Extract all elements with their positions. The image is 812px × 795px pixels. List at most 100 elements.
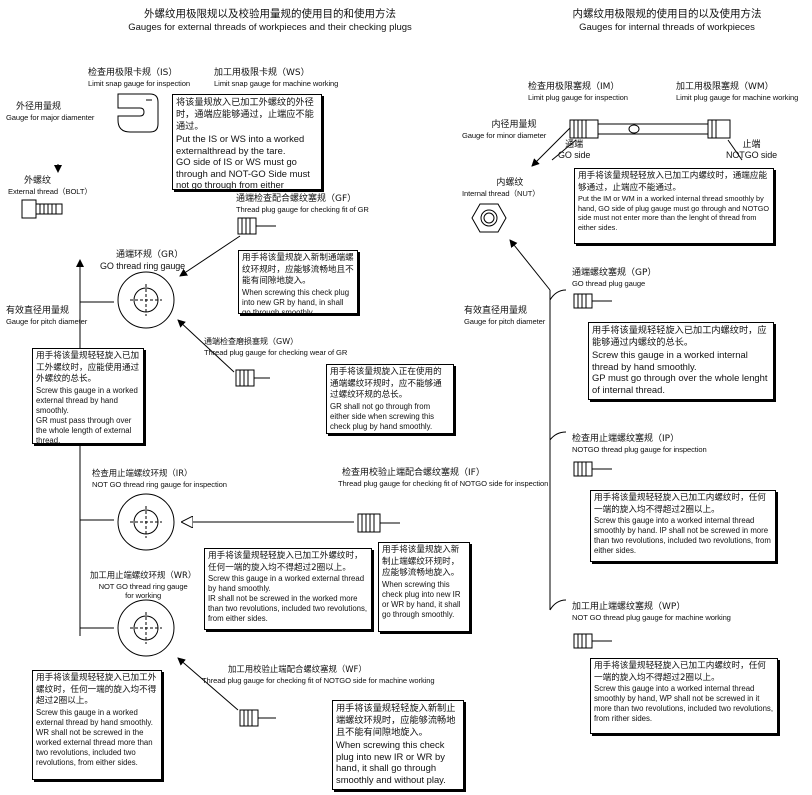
note-wr: 用手将该量规轻轻旋入已加工外螺纹时，任何一端的旋入均不得超过2圈以上。 Scre…	[32, 670, 162, 780]
wp-label: 加工用止端螺纹塞规（WP） NOT GO thread plug gauge f…	[572, 602, 731, 622]
if-label-zh: 检查用校验止端配合螺纹塞规（IF）	[342, 468, 485, 478]
wp-label-en: NOT GO thread plug gauge for machine wor…	[572, 613, 731, 622]
wr-label-zh: 加工用止端螺纹环规（WR）	[90, 570, 197, 580]
if-plug-icon	[357, 513, 400, 533]
gp-plug-icon	[573, 293, 612, 309]
note-ir-zh: 用手将该量规轻轻旋入已加工外螺纹时，任何一端的旋入均不得超过2圈以上。	[208, 551, 363, 573]
note-wr-zh: 用手将该量规轻轻旋入已加工外螺纹时，任何一端的旋入均不得超过2圈以上。	[36, 673, 157, 706]
external-title: 外螺纹用极限规以及校验用量规的使用目的和使用方法 Gauges for exte…	[80, 8, 460, 34]
wr-label-en2: for working	[125, 591, 162, 600]
ws-label-en: Limit snap gauge for machine working	[214, 79, 339, 88]
if-label-en: Thread plug gauge for checking fit of NO…	[338, 479, 549, 488]
wp-label-zh: 加工用止端螺纹塞规（WP）	[572, 602, 686, 612]
wm-label-en: Limit plug gauge for machine working	[676, 93, 799, 102]
pitch-label-left-zh: 有效直径用量规	[6, 306, 70, 316]
go-side-zh: 通端	[565, 140, 584, 150]
ip-label-zh: 检查用止端螺纹塞规（IP）	[572, 434, 680, 444]
note-wp: 用手将该量规轻轻旋入已加工内螺纹时，任何一端的旋入均不得超过2圈以上。 Scre…	[590, 658, 778, 734]
note-gf-zh: 用手将该量规旋入新制通端螺纹环规时，应能够流畅地且不能有间隙地旋入。	[242, 253, 354, 286]
note-wf: 用手将该量规轻轻旋入新制止端螺纹环规时，应能够流畅地且不能有间隙地旋入。 Whe…	[332, 700, 464, 790]
note-gw: 用手将该量规旋入正在使用的通端螺纹环规时，应不能够通过螺纹环规的总长。 GR s…	[326, 364, 454, 434]
minor-label-en: Gauge for minor diameter	[462, 131, 547, 140]
gf-plug-icon	[237, 217, 276, 235]
bolt-label: 外螺纹 External thread（BOLT）	[8, 176, 92, 196]
gf-label-en: Thread plug gauge for checking fit of GR	[236, 205, 369, 214]
gf-label: 通端检查配合螺纹塞规（GF） Thread plug gauge for che…	[236, 194, 369, 214]
gw-plug-icon	[235, 369, 270, 387]
wr-ring-icon	[117, 599, 175, 657]
ip-plug-icon	[573, 461, 612, 477]
go-side-en: GO side	[558, 150, 591, 160]
pitch-label-left-en: Gauge for pitch diameter	[6, 317, 88, 326]
snap-gauge-icon	[117, 93, 159, 133]
note-if-en: When screwing this check plug into new I…	[382, 579, 461, 619]
major-label-zh: 外径用量规	[16, 102, 62, 112]
external-title-en: Gauges for external threads of workpiece…	[128, 22, 412, 33]
note-ir-en: Screw this gauge in a worked external th…	[208, 574, 368, 623]
note-wp-en: Screw this gauge into a worked internal …	[594, 684, 773, 723]
note-gr-en: Screw this gauge in a worked external th…	[36, 385, 138, 444]
note-gp: 用手将该量规轻轻旋入已加工内螺纹时，应能够通过内螺纹的总长。 Screw thi…	[588, 322, 774, 400]
note-snap-gauge: 将该量规放入已加工外螺纹的外径时，通端应能够通过，止端应不能通过。 Put th…	[172, 94, 322, 190]
note-gp-zh: 用手将该量规轻轻旋入已加工内螺纹时，应能够通过内螺纹的总长。	[592, 325, 767, 348]
wf-label-zh: 加工用校验止端配合螺纹塞规（WF）	[228, 664, 367, 674]
gw-label: 通端检查磨损塞规（GW） Thread plug gauge for check…	[204, 336, 347, 357]
limit-plug-gauge-icon	[569, 119, 731, 139]
pitch-label-right-en: Gauge for pitch diameter	[464, 317, 546, 326]
note-gr-zh: 用手将该量规轻轻旋入已加工外螺纹时，应能使用通过外螺纹的总长。	[36, 351, 140, 384]
note-gf: 用手将该量规旋入新制通端螺纹环规时，应能够流畅地且不能有间隙地旋入。 When …	[238, 250, 358, 314]
im-label: 检查用极限塞规（IM） Limit plug gauge for inspect…	[528, 82, 628, 102]
is-label-en: Limit snap gauge for inspection	[88, 79, 191, 88]
is-label: 检查用极限卡规（IS） Limit snap gauge for inspect…	[88, 68, 190, 88]
internal-title: 内螺纹用极限规的使用目的以及使用方法 Gauges for internal t…	[532, 8, 802, 34]
gp-label-en: GO thread plug gauge	[572, 279, 646, 288]
pitch-label-left: 有效直径用量规 Gauge for pitch diameter	[6, 306, 87, 326]
note-if: 用手将该量规旋入新制止端螺纹环规时，应能够流畅地旋入。 When screwin…	[378, 542, 470, 632]
ws-label: 加工用极限卡规（WS） Limit snap gauge for machine…	[214, 68, 338, 88]
wr-label-en1: NOT GO thread ring gauge	[98, 582, 188, 591]
note-gf-en: When screwing this check plug into new G…	[242, 287, 350, 314]
wr-label: 加工用止端螺纹环规（WR） NOT GO thread ring gauge f…	[90, 570, 196, 600]
note-im-zh: 用手将该量规轻轻放入已加工内螺纹时，通端应能够通过，止端应不能通过。	[578, 171, 768, 193]
nut-label-en: Internal thread（NUT）	[462, 189, 540, 198]
pitch-label-right: 有效直径用量规 Gauge for pitch diameter	[464, 306, 545, 326]
note-im: 用手将该量规轻轻放入已加工内螺纹时，通端应能够通过，止端应不能通过。 Put t…	[574, 168, 774, 244]
gf-label-zh: 通端检查配合螺纹塞规（GF）	[236, 194, 357, 204]
ws-label-zh: 加工用极限卡规（WS）	[214, 68, 310, 78]
is-label-zh: 检查用极限卡规（IS）	[88, 68, 178, 78]
ip-label: 检查用止端螺纹塞规（IP） NOTGO thread plug gauge fo…	[572, 434, 707, 454]
gp-label: 通端螺纹塞规（GP） GO thread plug gauge	[572, 268, 656, 288]
ip-label-en: NOTGO thread plug gauge for inspection	[572, 445, 707, 454]
if-label: 检查用校验止端配合螺纹塞规（IF） Thread plug gauge for …	[338, 468, 548, 488]
ir-label-zh: 检查用止端螺纹环规（IR）	[92, 468, 193, 478]
ir-label-en: NOT GO thread ring gauge for inspection	[92, 480, 227, 489]
ir-label: 检查用止端螺纹环规（IR） NOT GO thread ring gauge f…	[92, 468, 227, 489]
major-label-en: Gauge for major diamenter	[6, 113, 95, 122]
wp-plug-icon	[573, 633, 612, 649]
bolt-label-en: External thread（BOLT）	[8, 187, 92, 196]
note-gw-zh: 用手将该量规旋入正在使用的通端螺纹环规时，应不能够通过螺纹环规的总长。	[330, 367, 442, 400]
gw-label-zh: 通端检查磨损塞规（GW）	[204, 337, 299, 346]
note-snap-gauge-en: Put the IS or WS into a worked externalt…	[176, 133, 310, 190]
nut-label-zh: 内螺纹	[496, 178, 524, 188]
note-wr-en: Screw this gauge in a worked external th…	[36, 707, 153, 767]
note-ip-en: Screw this gauge into a worked internal …	[594, 516, 771, 555]
note-gw-en: GR shall not go through from either side…	[330, 401, 435, 431]
note-gp-en: Screw this gauge in a worked internal th…	[592, 349, 768, 395]
note-wp-zh: 用手将该量规轻轻旋入已加工内螺纹时，任何一端的旋入均不得超过2圈以上。	[594, 661, 766, 683]
note-snap-gauge-zh: 将该量规放入已加工外螺纹的外径时，通端应能够通过，止端应不能通过。	[176, 97, 314, 132]
external-title-zh: 外螺纹用极限规以及校验用量规的使用目的和使用方法	[144, 8, 396, 20]
gr-label-en: GO thread ring gauge	[100, 261, 186, 271]
notgo-side-en: NOTGO side	[726, 150, 778, 160]
nut-label: 内螺纹 Internal thread（NUT）	[462, 178, 540, 198]
gr-label-zh: 通端环规（GR）	[116, 250, 184, 260]
notgo-side-label: 止端 NOTGO side	[726, 140, 777, 160]
internal-title-zh: 内螺纹用极限规的使用目的以及使用方法	[572, 8, 762, 20]
note-if-zh: 用手将该量规旋入新制止端螺纹环规时，应能够流畅地旋入。	[382, 545, 460, 578]
wf-label-en: Thread plug gauge for checking fit of NO…	[202, 676, 435, 685]
wm-label-zh: 加工用极限塞规（WM）	[676, 82, 774, 92]
bolt-icon	[21, 199, 63, 219]
note-ip-zh: 用手将该量规轻轻旋入已加工内螺纹时，任何一端的旋入均不得超过2圈以上。	[594, 493, 766, 515]
note-wf-en: When screwing this check plug into new I…	[336, 739, 446, 785]
